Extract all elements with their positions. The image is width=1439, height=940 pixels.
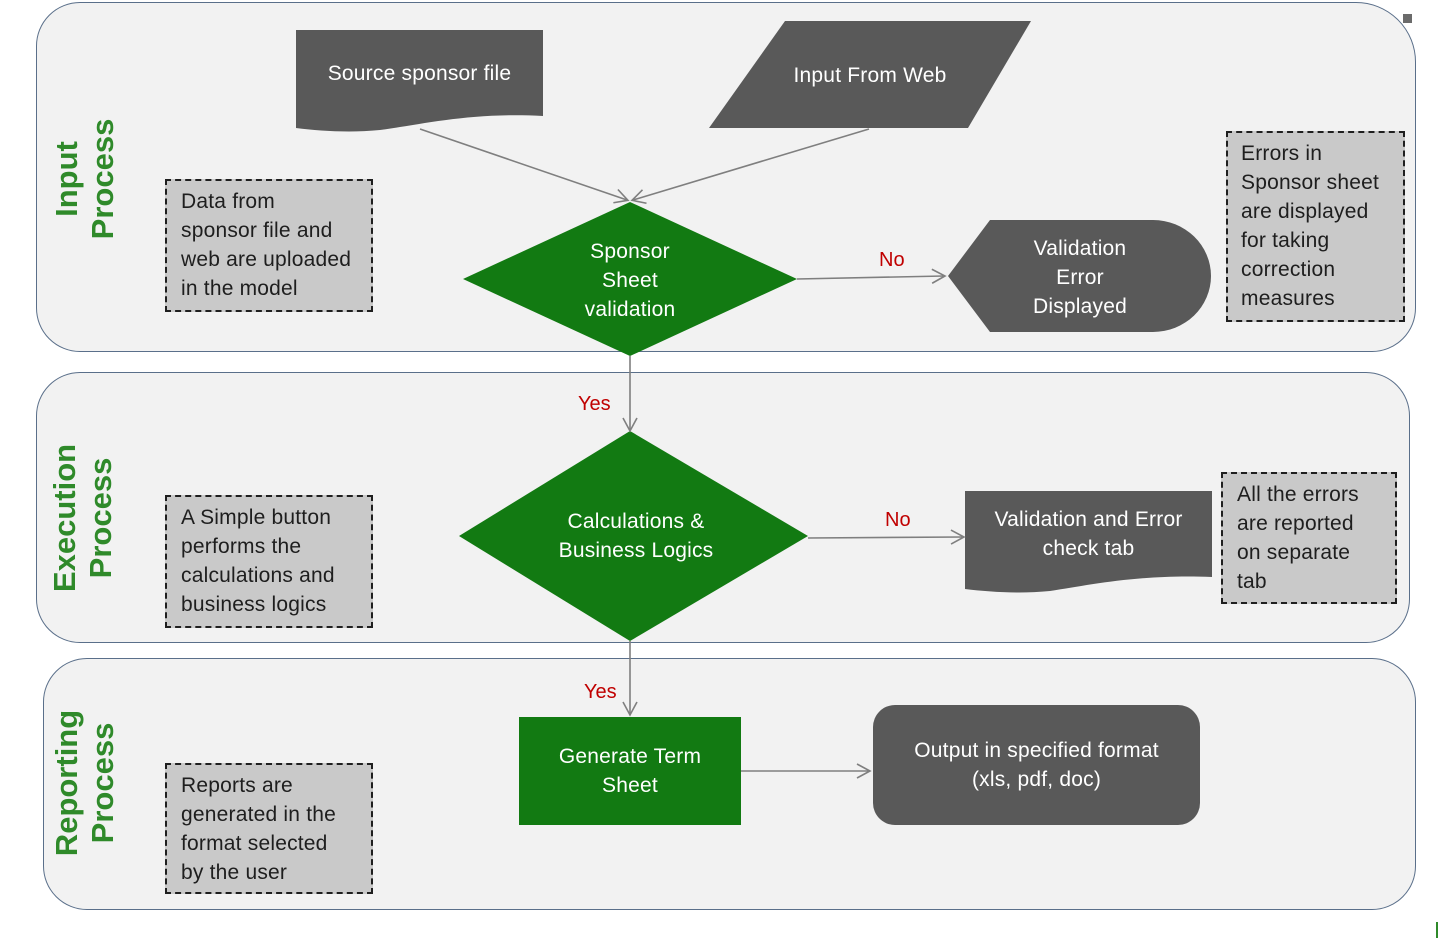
reporting-note: Reports are generated in the format sele…	[165, 763, 373, 894]
input-note: Data from sponsor file and web are uploa…	[165, 179, 373, 312]
execution-note: A Simple button performs the calculation…	[165, 495, 373, 628]
calculations-label: Calculations & Business Logics	[558, 510, 714, 562]
sponsor-errors-note: Errors in Sponsor sheet are displayed fo…	[1226, 131, 1405, 322]
input-web-shape	[709, 21, 1031, 128]
generate-term-box	[519, 717, 741, 825]
sponsor-validation-diamond	[463, 202, 797, 356]
source-file-shape	[296, 30, 543, 132]
edge-label-no: No	[885, 509, 911, 531]
validation-error-label: Validation Error Displayed	[1032, 236, 1127, 318]
connector-validation-to-error	[796, 268, 947, 284]
output-format-label: Output in specified format (xls, pdf, do…	[914, 739, 1159, 791]
sponsor-validation-label: Sponsor Sheet validation	[584, 239, 676, 321]
edge-label-yes: Yes	[584, 681, 617, 703]
errors-tab-note: All the errors are reported on separate …	[1221, 472, 1397, 604]
generate-term-label: Generate Term Sheet	[558, 745, 702, 797]
edge-label-no: No	[879, 249, 905, 271]
connector-calculations-to-tab	[807, 529, 966, 545]
input-web-label: Input From Web	[793, 63, 947, 87]
validation-tab-shape	[965, 491, 1212, 593]
validation-error-shape	[948, 220, 1211, 332]
source-file-label: Source sponsor file	[327, 61, 512, 85]
edge-marker	[1436, 922, 1438, 938]
connector-web-to-validation	[630, 128, 870, 205]
corner-marker	[1403, 14, 1412, 23]
validation-tab-label: Validation and Error check tab	[994, 508, 1183, 560]
calculations-diamond	[459, 431, 808, 641]
connector-source-to-validation	[419, 128, 630, 204]
output-format-box	[873, 705, 1200, 825]
edge-label-yes: Yes	[578, 393, 611, 415]
